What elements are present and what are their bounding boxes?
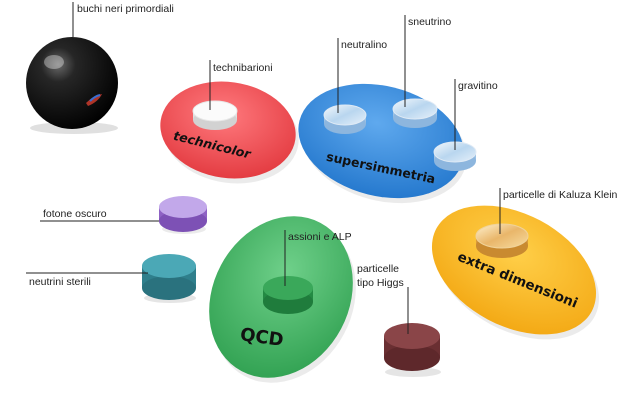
primordial-black-hole — [26, 37, 118, 134]
callout-primordial-black-holes: buchi neri primordiali — [77, 3, 174, 15]
technicolor-group: technicolor — [160, 81, 299, 184]
technibaryon-disc — [192, 100, 238, 130]
callout-dark-photon: fotone oscuro — [43, 208, 107, 220]
callout-technibaryons: technibarioni — [213, 62, 273, 74]
callout-axions-alp: assioni e ALP — [288, 231, 352, 243]
dark-photon-disc — [159, 196, 207, 234]
axion-disc — [263, 276, 313, 314]
higgs-like-disc — [384, 323, 441, 377]
callout-sterile-neutrinos: neutrini sterili — [29, 276, 91, 288]
sneutrino-disc — [392, 98, 438, 128]
callout-neutralino: neutralino — [341, 39, 387, 51]
neutralino-disc — [323, 104, 367, 134]
kaluza-klein-disc — [475, 223, 529, 258]
extra-dimensions-group: extra dimensioni — [431, 205, 600, 340]
callout-higgs-like-line2: tipo Higgs — [357, 277, 404, 289]
callout-kaluza-klein: particelle di Kaluza Klein — [503, 189, 618, 201]
callout-sneutrino: sneutrino — [408, 16, 451, 28]
gravitino-disc — [433, 141, 477, 171]
sterile-neutrinos-disc — [142, 254, 196, 303]
callout-gravitino: gravitino — [458, 80, 498, 92]
callout-higgs-like-line1: particelle — [357, 263, 399, 275]
